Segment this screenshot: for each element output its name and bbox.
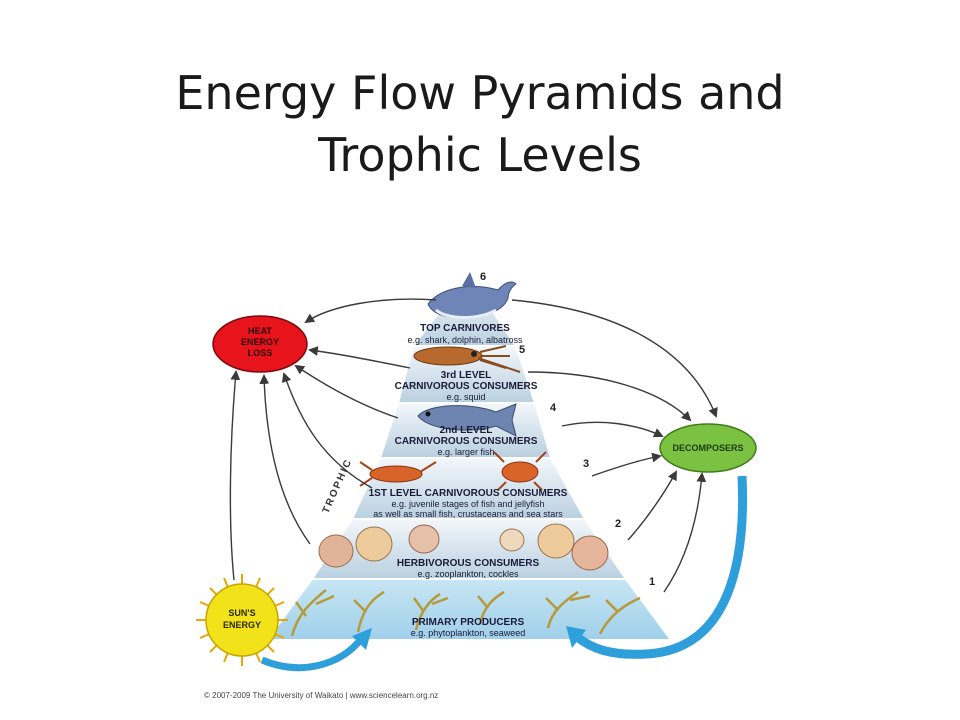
sun-to-producers-arrow: [260, 635, 365, 672]
decomposer-arrow-level-1: [663, 472, 707, 593]
energy-flow-arrows: [260, 475, 748, 672]
heat-arrow-level-5: [308, 346, 411, 369]
level-4-title-line-1: 2nd LEVEL: [440, 425, 493, 436]
level-5-title-line-1: 3rd LEVEL: [441, 370, 492, 381]
decomposer-arrows: [511, 299, 718, 593]
level-2-labels: HERBIVOROUS CONSUMERS e.g. zooplankton, …: [397, 558, 540, 579]
decomposer-arrow-level-3: [591, 452, 662, 477]
level-3-title: 1ST LEVEL CARNIVOROUS CONSUMERS: [369, 488, 568, 499]
heat-arrow-level-4: [294, 364, 399, 419]
crustacean-illustration-right: [493, 451, 547, 491]
heat-arrow-top: [304, 298, 437, 324]
cockle-shells-illustration: [318, 523, 609, 571]
level-number-3: 3: [583, 458, 589, 470]
level-numbers: 6 5 4 3 2 1: [480, 271, 655, 588]
heat-loss-arrows: [229, 298, 437, 581]
seaweed-illustration: [290, 589, 641, 637]
title-line-2: Trophic Levels: [318, 128, 642, 182]
decomposer-arrow-level-2: [627, 470, 677, 541]
level-6-example: e.g. shark, dolphin, albatross: [407, 335, 523, 345]
level-1-title: PRIMARY PRODUCERS: [412, 617, 525, 628]
heat-arrow-level-3: [281, 372, 373, 489]
sun-label-line-2: ENERGY: [223, 620, 261, 630]
slide-title: Energy Flow Pyramids and Trophic Levels: [0, 62, 960, 186]
level-2-title: HERBIVOROUS CONSUMERS: [397, 558, 540, 569]
level-1-example: e.g. phytoplankton, seaweed: [411, 628, 526, 638]
larger-fish-illustration: [417, 403, 517, 437]
sun-label-line-1: SUN'S: [228, 608, 255, 618]
level-4-example: e.g. larger fish: [437, 447, 494, 457]
heat-energy-loss-oval: HEAT ENERGY LOSS: [212, 315, 308, 373]
decomposer-arrow-level-4: [561, 421, 664, 438]
level-5-title-line-2: CARNIVOROUS CONSUMERS: [395, 381, 538, 392]
level-4-labels: 2nd LEVEL CARNIVOROUS CONSUMERS e.g. lar…: [395, 425, 538, 457]
level-number-5: 5: [519, 344, 525, 356]
heat-label-line-1: HEAT: [248, 326, 272, 336]
decomposers-oval: DECOMPOSERS: [659, 423, 757, 473]
heat-label-line-3: LOSS: [248, 348, 273, 358]
level-2-example: e.g. zooplankton, cockles: [417, 569, 519, 579]
heat-arrow-level-1: [229, 370, 241, 581]
level-number-6: 6: [480, 271, 486, 283]
trophic-label: TROPHIC: [321, 457, 355, 515]
level-3-example-line-2: as well as small fish, crustaceans and s…: [373, 509, 563, 519]
dolphin-illustration: [427, 272, 517, 319]
level-6-labels: TOP CARNIVORES e.g. shark, dolphin, alba…: [407, 323, 523, 345]
level-number-4: 4: [550, 402, 557, 414]
level-3-labels: 1ST LEVEL CARNIVOROUS CONSUMERS e.g. juv…: [369, 488, 568, 519]
level-1-labels: PRIMARY PRODUCERS e.g. phytoplankton, se…: [411, 617, 526, 638]
level-3-example: e.g. juvenile stages of fish and jellyfi…: [391, 499, 544, 509]
title-line-1: Energy Flow Pyramids and: [175, 66, 785, 120]
decomposers-label: DECOMPOSERS: [672, 443, 743, 453]
heat-arrow-level-2: [259, 374, 311, 545]
level-5-labels: 3rd LEVEL CARNIVOROUS CONSUMERS e.g. squ…: [395, 370, 538, 402]
level-number-2: 2: [615, 518, 621, 530]
decomposer-arrow-top: [511, 299, 718, 418]
sun-icon: SUN'S ENERGY: [196, 574, 288, 666]
level-4-title-line-2: CARNIVOROUS CONSUMERS: [395, 436, 538, 447]
decomposers-to-producers-arrow: [573, 475, 748, 659]
heat-label-line-2: ENERGY: [241, 337, 279, 347]
copyright-text: © 2007-2009 The University of Waikato | …: [204, 691, 438, 700]
level-5-example: e.g. squid: [446, 392, 485, 402]
level-number-1: 1: [649, 576, 655, 588]
level-6-title: TOP CARNIVORES: [420, 323, 510, 334]
crustacean-illustration-left: [359, 461, 437, 487]
squid-illustration: [413, 345, 521, 373]
decomposer-arrow-level-5: [527, 371, 692, 422]
